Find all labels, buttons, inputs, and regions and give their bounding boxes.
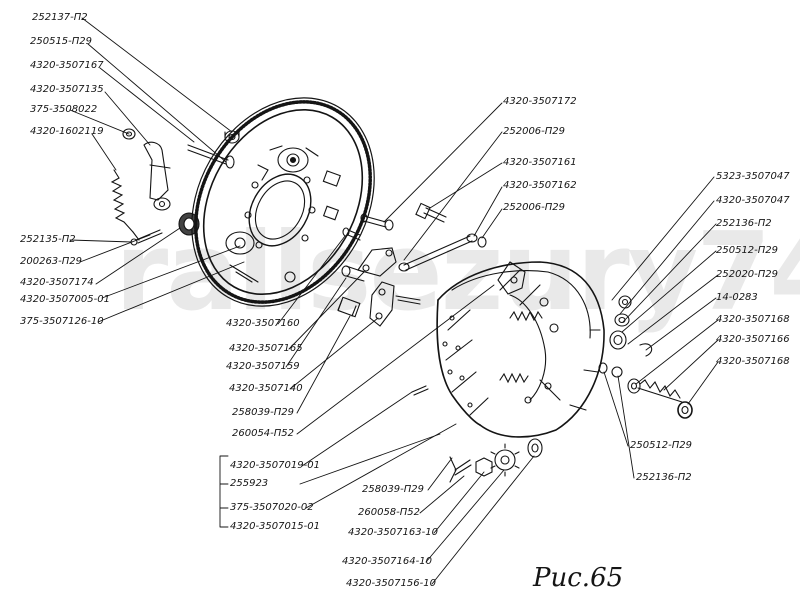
label-252020-p29: 252020-П29 xyxy=(716,269,779,280)
nut-4320-3507168-lower xyxy=(677,401,693,419)
nut-252136-bottom xyxy=(611,366,623,378)
label-4320-3507156-10: 4320-3507156-10 xyxy=(346,578,436,589)
cotter-pin-255923 xyxy=(411,385,429,396)
washer-375-3508022 xyxy=(122,128,136,140)
label-252137-p2: 252137-П2 xyxy=(32,12,88,23)
label-4320-3507172: 4320-3507172 xyxy=(503,96,577,107)
label-4320-3507015-01: 4320-3507015-01 xyxy=(230,521,320,532)
nut-252137 xyxy=(224,130,240,144)
label-375-3507126-10: 375-3507126-10 xyxy=(20,316,104,327)
label-4320-3507135: 4320-3507135 xyxy=(30,84,104,95)
label-14-0283: 14-0283 xyxy=(716,292,758,303)
label-252006-p29-b: 252006-П29 xyxy=(503,202,566,213)
washer-250512-top xyxy=(618,295,632,309)
label-252006-p29-a: 252006-П29 xyxy=(503,126,566,137)
figure-caption: Рис.65 xyxy=(533,563,624,593)
lever-4320-3507140 xyxy=(369,281,421,327)
label-255923: 255923 xyxy=(230,478,269,489)
label-260058-p52: 260058-П52 xyxy=(358,507,421,518)
pin-4320-3507172 xyxy=(360,213,394,231)
label-4320-3507168-a: 4320-3507168 xyxy=(716,314,790,325)
adjuster-bolt-4320-3507161 xyxy=(415,202,447,223)
label-4320-3507165: 4320-3507165 xyxy=(229,343,303,354)
washer-4320-3507168-left xyxy=(627,378,641,394)
label-375-3507020-02: 375-3507020-02 xyxy=(230,502,314,513)
label-4320-3507162: 4320-3507162 xyxy=(503,180,577,191)
label-4320-3507167: 4320-3507167 xyxy=(30,60,104,71)
brake-shoe-assembly xyxy=(436,261,605,438)
nut-252136-top xyxy=(614,313,630,327)
label-252136-p2-b: 252136-П2 xyxy=(636,472,692,483)
lever-4320-3507135 xyxy=(143,141,171,211)
rod-4320-3507162 xyxy=(398,233,478,272)
label-250512-p29-a: 250512-П29 xyxy=(716,245,779,256)
star-wheel-4320-3507164 xyxy=(490,443,520,477)
watermark: rallsezury74.ru xyxy=(115,210,800,335)
label-4320-1602119: 4320-1602119 xyxy=(30,126,104,137)
adjuster-4320-3507163 xyxy=(449,456,493,483)
label-5323-3507047: 5323-3507047 xyxy=(716,171,790,182)
link-4320-3507165 xyxy=(357,247,397,277)
label-4320-3507005-01: 4320-3507005-01 xyxy=(20,294,110,305)
label-4320-3507164-10: 4320-3507164-10 xyxy=(342,556,432,567)
label-4320-3507047: 4320-3507047 xyxy=(716,195,790,206)
label-250515-p29: 250515-П29 xyxy=(30,36,93,47)
nut-4320-3507156 xyxy=(527,438,543,458)
label-258039-p29-a: 258039-П29 xyxy=(232,407,295,418)
washer-250512-bottom xyxy=(598,362,608,374)
label-260054-p52: 260054-П52 xyxy=(232,428,295,439)
washer-252006 xyxy=(477,236,487,248)
label-4320-3507174: 4320-3507174 xyxy=(20,277,94,288)
label-375-3508022: 375-3508022 xyxy=(30,104,98,115)
label-4320-3507163-10: 4320-3507163-10 xyxy=(348,527,438,538)
expander-4320-3507019 xyxy=(337,296,361,318)
spring-4320-3507166 xyxy=(637,379,683,403)
label-4320-3507166: 4320-3507166 xyxy=(716,334,790,345)
label-200263-p29: 200263-П29 xyxy=(20,256,83,267)
leader-lines xyxy=(69,17,719,585)
label-4320-3507159: 4320-3507159 xyxy=(226,361,300,372)
backing-plate xyxy=(191,97,375,307)
label-4320-3507140: 4320-3507140 xyxy=(229,383,303,394)
label-4320-3507019-01: 4320-3507019-01 xyxy=(230,460,320,471)
label-252136-p2-a: 252136-П2 xyxy=(716,218,772,229)
label-250512-p29-b: 250512-П29 xyxy=(630,440,693,451)
label-4320-3507161: 4320-3507161 xyxy=(503,157,577,168)
pin-4320-3507159 xyxy=(341,265,365,282)
label-252135-p2: 252135-П2 xyxy=(20,234,76,245)
label-4320-3507168-b: 4320-3507168 xyxy=(716,356,790,367)
label-258039-p29-b: 258039-П29 xyxy=(362,484,425,495)
clip-14-0283 xyxy=(639,343,653,357)
washer-252020 xyxy=(609,330,627,350)
rubber-plug-4320-3507174 xyxy=(178,212,200,236)
pin-4320-3507160 xyxy=(342,227,361,241)
label-4320-3507160: 4320-3507160 xyxy=(226,318,300,329)
spring-4320-1602119 xyxy=(110,169,140,241)
